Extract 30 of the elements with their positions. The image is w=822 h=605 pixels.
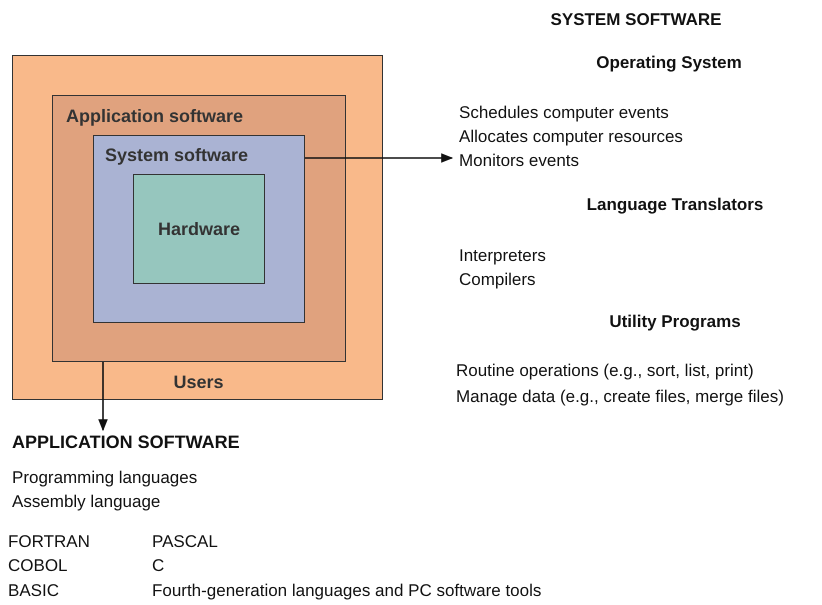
list-item: Schedules computer events <box>459 103 669 123</box>
section-heading: SYSTEM SOFTWARE <box>550 10 722 30</box>
section-heading: APPLICATION SOFTWARE <box>12 432 240 453</box>
arrow <box>305 153 454 163</box>
list-item: Allocates computer resources <box>459 127 683 147</box>
list-item: PASCAL <box>152 532 218 552</box>
list-item: COBOL <box>8 556 68 576</box>
list-item: Assembly language <box>12 492 160 512</box>
layer-label: System software <box>105 145 248 166</box>
layer-label: Application software <box>66 106 244 127</box>
arrow <box>98 362 108 432</box>
layer-label: Hardware <box>156 219 242 240</box>
layer-box <box>52 95 346 362</box>
layer-label: Users <box>172 372 225 393</box>
list-item: Fourth-generation languages and PC software tools <box>152 581 542 601</box>
subheading: Operating System <box>596 53 742 73</box>
subheading: Language Translators <box>586 195 764 215</box>
layer-box <box>12 55 383 400</box>
layer-box <box>133 174 265 284</box>
list-item: Compilers <box>459 270 536 290</box>
list-item: Interpreters <box>459 246 546 266</box>
list-item: BASIC <box>8 581 60 601</box>
layer-box <box>93 135 305 323</box>
list-item: Manage data (e.g., create files, merge files) <box>456 387 784 407</box>
subheading: Utility Programs <box>609 312 741 332</box>
list-item: C <box>152 556 164 576</box>
list-item: FORTRAN <box>8 532 90 552</box>
list-item: Monitors events <box>459 151 579 171</box>
list-item: Routine operations (e.g., sort, list, print) <box>456 361 754 381</box>
list-item: Programming languages <box>12 468 198 488</box>
